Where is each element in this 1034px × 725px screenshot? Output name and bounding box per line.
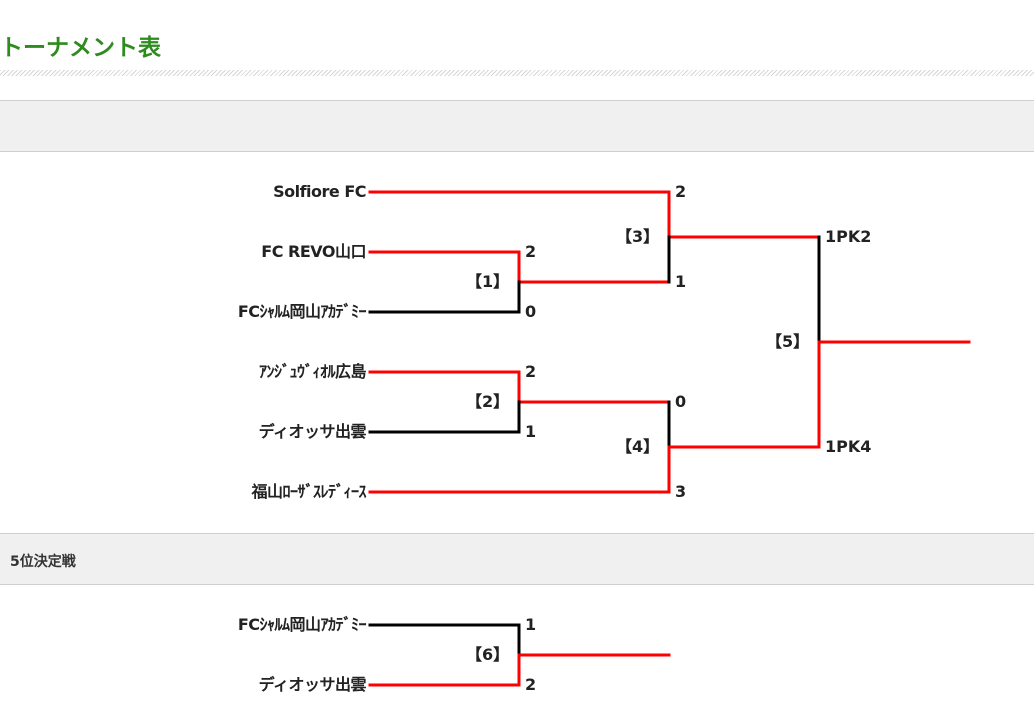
team-name[interactable]: FCｼｬﾙﾑ岡山ｱｶﾃﾞﾐｰ [237, 302, 367, 321]
score-m2-bottom: 1 [525, 422, 537, 441]
score-m4-bottom: 3 [675, 482, 687, 501]
score-m5-bottom: 1PK4 [825, 437, 872, 456]
team-name[interactable]: FC REVO山口 [261, 242, 366, 261]
team-name[interactable]: ディオッサ出雲 [258, 675, 367, 694]
score-m6-bottom: 2 [525, 675, 537, 694]
bracket-line-m2-bottom [368, 400, 521, 434]
team-name[interactable]: 福山ﾛｰｻﾞｽﾚﾃﾞｨｰｽ [251, 482, 366, 501]
match-number-2: 【2】 [466, 392, 510, 411]
score-m3-bottom: 1 [675, 272, 687, 291]
match-number-6: 【6】 [466, 645, 510, 664]
match-number-3: 【3】 [616, 227, 660, 246]
team-name[interactable]: FCｼｬﾙﾑ岡山ｱｶﾃﾞﾐｰ [237, 615, 367, 634]
bracket-line-m6-top [368, 623, 521, 657]
score-m2-top: 2 [525, 362, 537, 381]
bracket-line-m4-bottom [368, 445, 821, 494]
match-number-4: 【4】 [616, 437, 660, 456]
score-m1-bottom: 0 [525, 302, 537, 321]
main-bracket-header-bar [0, 100, 1034, 152]
bracket-line-m1-top [368, 250, 671, 284]
team-name[interactable]: ｱﾝｼﾞｭｳﾞｨｵﾙ広島 [258, 362, 367, 381]
score-m3-top: 2 [675, 182, 687, 201]
team-name[interactable]: Solfiore FC [273, 182, 366, 201]
match-number-1: 【1】 [466, 272, 510, 291]
score-m5-top: 1PK2 [825, 227, 872, 246]
page-title: トーナメント表 [0, 35, 161, 61]
title-divider [0, 70, 1034, 76]
bracket-line-m6-bottom [368, 653, 671, 687]
bracket-line-m1-bottom [368, 280, 521, 314]
fifth-place-label: 5位決定戦 [10, 554, 76, 570]
fifth-place-header-bar: 5位決定戦 [0, 533, 1034, 585]
score-m1-top: 2 [525, 242, 537, 261]
score-m4-top: 0 [675, 392, 687, 411]
bracket-line-m3-top [368, 190, 821, 239]
match-number-5: 【5】 [766, 332, 810, 351]
score-m6-top: 1 [525, 615, 537, 634]
bracket-line-m2-top [368, 370, 671, 404]
bracket-line-m5-bottom [817, 340, 971, 449]
team-name[interactable]: ディオッサ出雲 [258, 422, 367, 441]
